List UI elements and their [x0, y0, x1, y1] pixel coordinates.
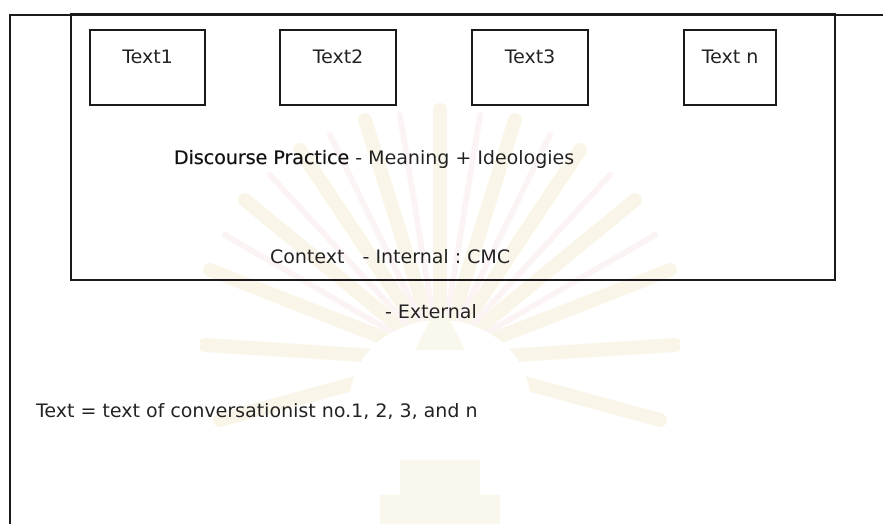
text-box-label: Text1 [122, 46, 173, 68]
discourse-practice-term: Discourse Practice [174, 147, 350, 169]
text-box-label: Text2 [312, 46, 364, 68]
text-box-label: Text3 [504, 46, 556, 68]
discourse-practice-label: Discourse Practice - Meaning + Ideologie… [174, 147, 574, 169]
text-box-n: Text n [683, 29, 777, 106]
text-box-label: Text n [701, 46, 759, 68]
text-box-2: Text2 [279, 29, 397, 106]
text-box-3: Text3 [471, 29, 589, 106]
context-term: Context [270, 246, 345, 268]
page-frame-left [9, 14, 11, 524]
discourse-practice-description: - Meaning + Ideologies [349, 147, 575, 169]
context-label: Context - Internal : CMC [270, 246, 510, 268]
discourse-practice-box [70, 13, 836, 281]
page-frame-top [9, 14, 883, 16]
context-external: - External [385, 301, 477, 323]
emblem-watermark [200, 103, 680, 524]
context-internal: - Internal : CMC [344, 246, 511, 268]
diagram-footnote: Text = text of conversationist no.1, 2, … [36, 400, 478, 422]
text-box-1: Text1 [89, 29, 206, 106]
